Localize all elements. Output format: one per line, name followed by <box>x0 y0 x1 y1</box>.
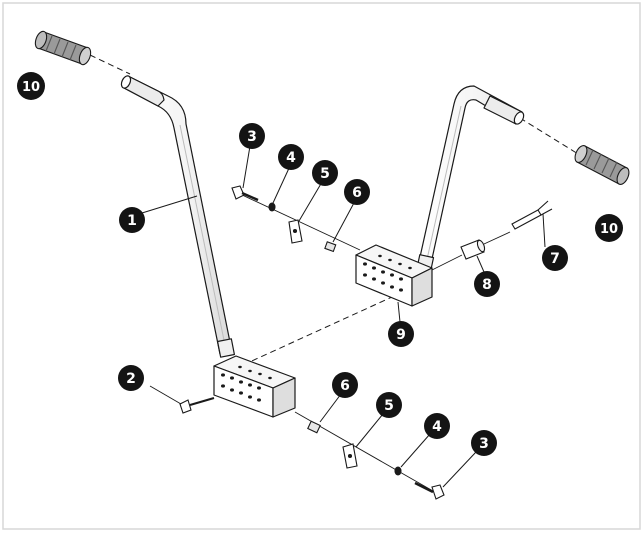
grip-left-axis <box>89 54 131 75</box>
lower-bolt <box>414 481 445 500</box>
leader-4-upper <box>272 165 291 204</box>
callout-5-upper-label: 5 <box>320 166 330 182</box>
callout-6-lower-label: 6 <box>340 378 350 394</box>
upper-spacer-nut <box>324 241 337 253</box>
callout-8: 8 <box>474 271 500 297</box>
right-mount-bracket <box>355 244 433 307</box>
callout-3-lower-label: 3 <box>479 436 489 452</box>
grip-right-axis <box>519 117 584 158</box>
bracket-alignment-axis <box>242 296 393 366</box>
leader-9 <box>397 301 401 323</box>
leader-7 <box>542 213 546 248</box>
callout-badges: 10 1 3 4 5 6 10 7 <box>17 72 623 456</box>
callout-9: 9 <box>388 321 414 347</box>
lower-hardware-stack <box>294 411 445 500</box>
left-mount-bracket <box>213 355 296 418</box>
callout-6-lower: 6 <box>332 372 358 398</box>
callout-8-label: 8 <box>482 277 492 293</box>
callout-3-upper-label: 3 <box>247 129 257 145</box>
upper-lock-washer <box>268 202 276 212</box>
diagram-frame <box>2 2 641 530</box>
upper-hardware-stack <box>231 185 361 253</box>
upper-bolt <box>231 185 259 202</box>
right-handlebar <box>415 85 525 274</box>
callout-2-label: 2 <box>126 371 136 387</box>
callout-7: 7 <box>542 245 568 271</box>
knob-screw <box>149 385 215 414</box>
leader-4-lower <box>400 433 431 468</box>
lower-spacer-nut <box>307 420 321 434</box>
callout-10-right-label: 10 <box>600 222 618 237</box>
callout-3-lower: 3 <box>471 430 497 456</box>
callout-10-right: 10 <box>595 214 623 242</box>
leader-5-upper <box>298 181 323 222</box>
leader-6-upper <box>332 200 356 243</box>
leader-1 <box>141 195 198 214</box>
pin-assembly <box>431 200 553 271</box>
callout-1: 1 <box>119 207 145 233</box>
callout-5-upper: 5 <box>312 160 338 186</box>
left-handlebar <box>120 75 235 358</box>
right-foam-grip <box>574 145 630 185</box>
callout-6-upper-label: 6 <box>352 185 362 201</box>
callout-6-upper: 6 <box>344 179 370 205</box>
leader-6-lower <box>319 393 342 423</box>
leader-lines <box>141 145 546 488</box>
callout-10-left-label: 10 <box>22 80 40 95</box>
callout-4-upper: 4 <box>278 144 304 170</box>
leader-5-lower <box>355 413 384 448</box>
callout-10-left: 10 <box>17 72 45 100</box>
callout-4-lower: 4 <box>424 413 450 439</box>
lower-lock-washer <box>394 466 402 476</box>
callout-1-label: 1 <box>127 213 137 229</box>
callout-5-lower: 5 <box>376 392 402 418</box>
callout-4-lower-label: 4 <box>432 419 442 435</box>
left-foam-grip <box>34 30 92 66</box>
callout-9-label: 9 <box>396 327 406 343</box>
leader-8 <box>476 255 485 273</box>
callout-2: 2 <box>118 365 144 391</box>
callout-5-lower-label: 5 <box>384 398 394 414</box>
callout-4-upper-label: 4 <box>286 150 296 166</box>
leader-3-lower <box>442 451 477 488</box>
leader-3-upper <box>242 145 251 189</box>
callout-7-label: 7 <box>550 251 560 267</box>
callout-3-upper: 3 <box>239 123 265 149</box>
alignment-lines <box>89 54 584 366</box>
